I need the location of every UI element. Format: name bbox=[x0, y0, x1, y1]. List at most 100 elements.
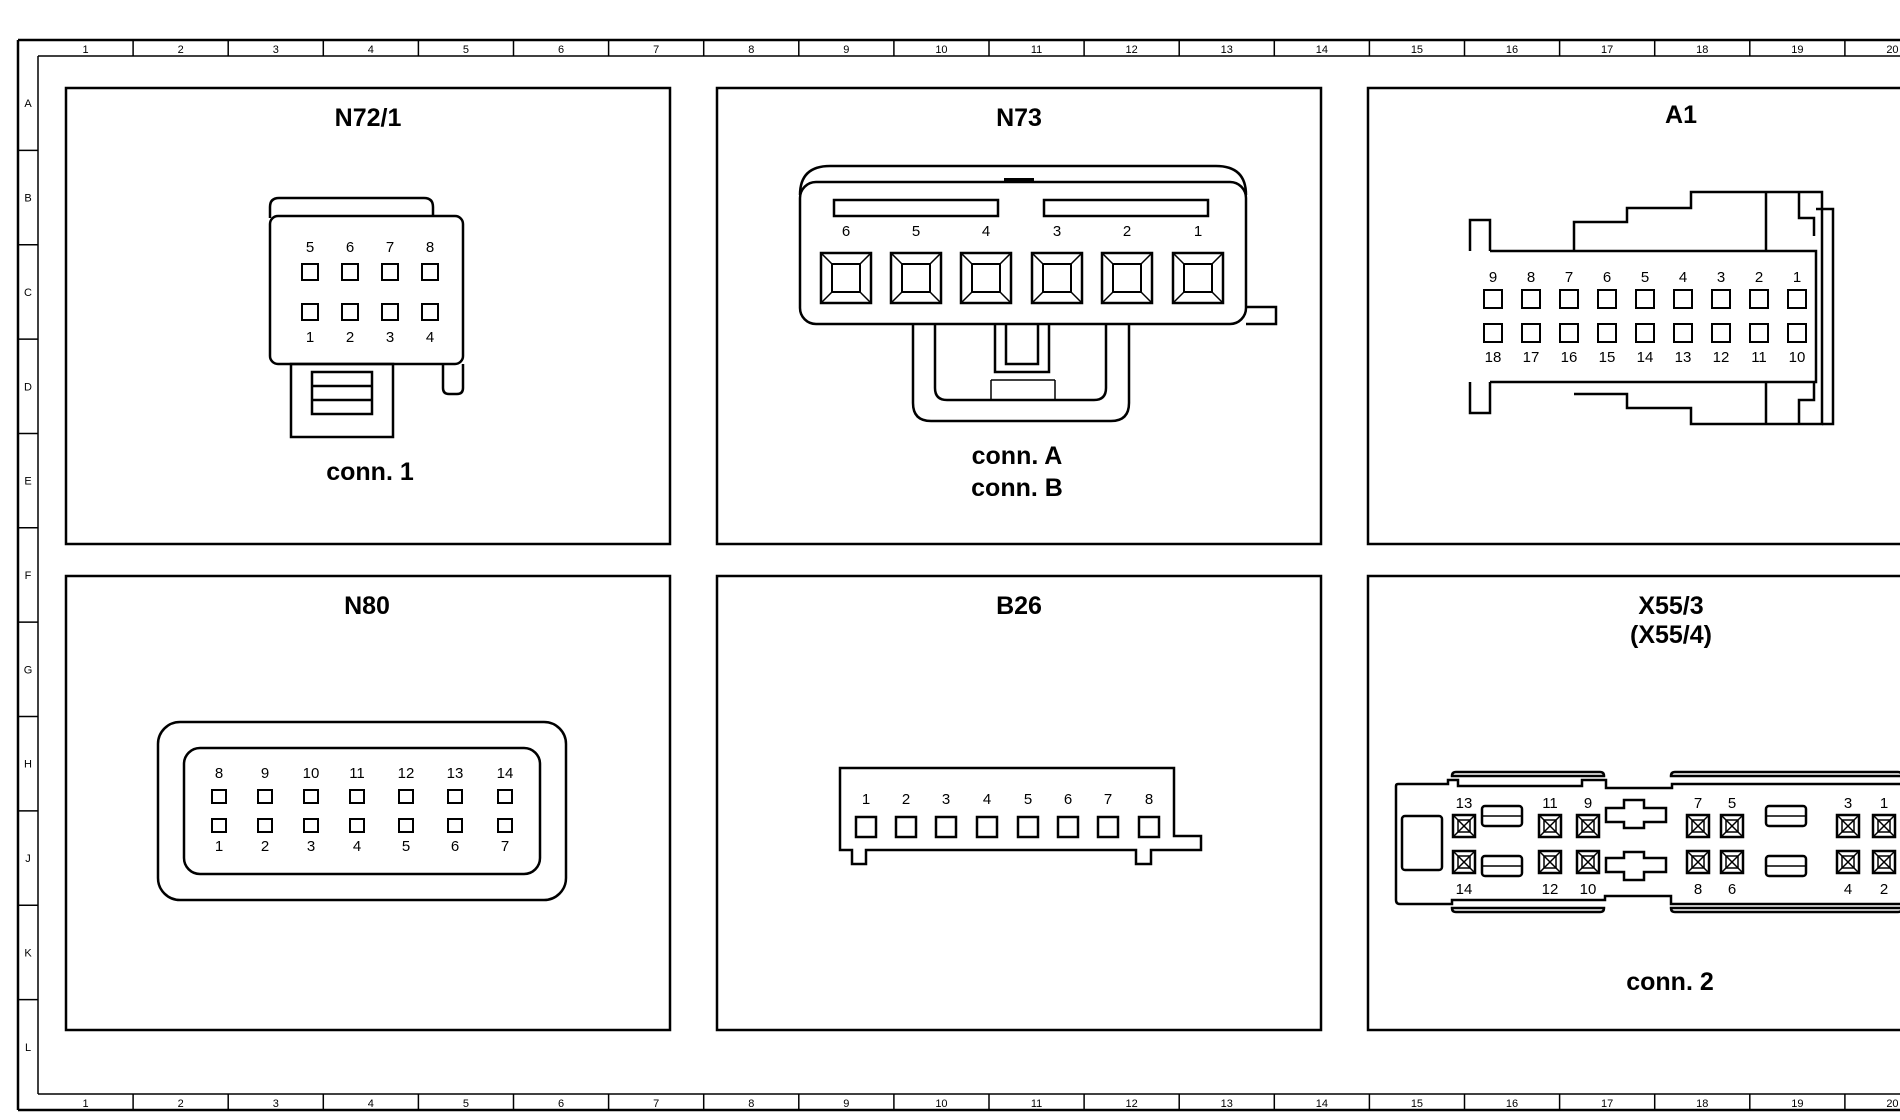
n73-pin bbox=[1100, 251, 1154, 305]
column-label-top: 2 bbox=[178, 44, 184, 56]
panel-n73 bbox=[715, 86, 1323, 546]
a1-pin-label: 7 bbox=[1565, 269, 1573, 286]
x55-pin bbox=[1575, 813, 1601, 839]
n72-1-pin bbox=[421, 263, 439, 281]
x55-top-pins bbox=[1451, 813, 1897, 839]
n73-pins bbox=[819, 251, 1225, 305]
a1-pin-label: 10 bbox=[1789, 349, 1806, 366]
n72-1-pin bbox=[341, 303, 359, 321]
b26-pin-label: 8 bbox=[1145, 791, 1153, 808]
panel-n72-1 bbox=[64, 86, 672, 546]
panel-a1 bbox=[1366, 86, 1900, 546]
n73-caption-a: conn. A bbox=[972, 442, 1063, 470]
b26-pin-label: 1 bbox=[862, 791, 870, 808]
n73-pin bbox=[889, 251, 943, 305]
x55-pin bbox=[1685, 849, 1711, 875]
x55-pin-label: 1 bbox=[1880, 795, 1888, 812]
n80-pin-label: 14 bbox=[497, 765, 514, 782]
n73-pin-label: 2 bbox=[1123, 223, 1131, 240]
b26-pin bbox=[1056, 815, 1080, 839]
a1-pin bbox=[1483, 289, 1503, 309]
x55-pin bbox=[1537, 849, 1563, 875]
n80-pin bbox=[303, 789, 319, 804]
x55-pin bbox=[1871, 849, 1897, 875]
x55-pin-label: 3 bbox=[1844, 795, 1852, 812]
b26-title: B26 bbox=[996, 592, 1042, 620]
row-label: A bbox=[24, 98, 32, 110]
row-label: B bbox=[24, 193, 31, 205]
x55-pin-label: 4 bbox=[1844, 881, 1852, 898]
panel-b26 bbox=[715, 574, 1323, 1032]
column-label-top: 17 bbox=[1601, 44, 1613, 56]
x55-pin-label: 10 bbox=[1580, 881, 1597, 898]
x55-pin-label: 7 bbox=[1694, 795, 1702, 812]
column-label-top: 20 bbox=[1886, 44, 1898, 56]
n72-1-pin bbox=[381, 263, 399, 281]
a1-pin-label: 18 bbox=[1485, 349, 1502, 366]
n72-1-pin-label: 8 bbox=[426, 239, 434, 256]
n80-pin bbox=[447, 789, 463, 804]
column-label-bottom: 10 bbox=[935, 1098, 947, 1110]
a1-pin bbox=[1483, 323, 1503, 343]
b26-pin bbox=[975, 815, 999, 839]
a1-pin-label: 15 bbox=[1599, 349, 1616, 366]
b26-pin-label: 6 bbox=[1064, 791, 1072, 808]
x55-pin bbox=[1719, 813, 1745, 839]
column-label-top: 4 bbox=[368, 44, 374, 56]
column-label-top: 5 bbox=[463, 44, 469, 56]
n72-1-pin bbox=[341, 263, 359, 281]
n72-1-pin-label: 4 bbox=[426, 329, 434, 346]
column-label-bottom: 20 bbox=[1886, 1098, 1898, 1110]
a1-pin-label: 9 bbox=[1489, 269, 1497, 286]
column-label-bottom: 5 bbox=[463, 1098, 469, 1110]
x55-pin-label: 5 bbox=[1728, 795, 1736, 812]
column-label-top: 10 bbox=[935, 44, 947, 56]
column-label-bottom: 3 bbox=[273, 1098, 279, 1110]
n80-pin bbox=[349, 789, 365, 804]
column-label-bottom: 19 bbox=[1791, 1098, 1803, 1110]
n80-pin bbox=[398, 789, 414, 804]
n72-1-pin-label: 2 bbox=[346, 329, 354, 346]
n80-top-pins bbox=[211, 789, 513, 804]
a1-pin-label: 8 bbox=[1527, 269, 1535, 286]
n73-pin bbox=[819, 251, 873, 305]
n72-1-pin bbox=[301, 303, 319, 321]
n72-1-bottom-pins bbox=[301, 303, 439, 321]
n80-pin-label: 10 bbox=[303, 765, 320, 782]
a1-pin bbox=[1673, 289, 1693, 309]
a1-pin bbox=[1597, 323, 1617, 343]
column-label-bottom: 1 bbox=[82, 1098, 88, 1110]
n73-title: N73 bbox=[996, 104, 1042, 132]
a1-bottom-pins bbox=[1483, 323, 1807, 343]
n80-pin-label: 2 bbox=[261, 838, 269, 855]
n73-pin bbox=[1171, 251, 1225, 305]
column-label-bottom: 6 bbox=[558, 1098, 564, 1110]
a1-pin-label: 3 bbox=[1717, 269, 1725, 286]
a1-pin bbox=[1521, 323, 1541, 343]
n80-pin-label: 4 bbox=[353, 838, 361, 855]
n73-pin-label: 6 bbox=[842, 223, 850, 240]
column-label-top: 6 bbox=[558, 44, 564, 56]
x55-pin bbox=[1719, 849, 1745, 875]
column-label-top: 19 bbox=[1791, 44, 1803, 56]
x55-pin-label: 9 bbox=[1584, 795, 1592, 812]
n73-pin-label: 4 bbox=[982, 223, 990, 240]
row-label: E bbox=[24, 476, 31, 488]
a1-pin-label: 1 bbox=[1793, 269, 1801, 286]
n80-pin-label: 9 bbox=[261, 765, 269, 782]
b26-pin bbox=[1137, 815, 1161, 839]
a1-pin bbox=[1749, 289, 1769, 309]
b26-pin-label: 7 bbox=[1104, 791, 1112, 808]
column-label-bottom: 15 bbox=[1411, 1098, 1423, 1110]
b26-pin bbox=[1016, 815, 1040, 839]
n73-pin-label: 3 bbox=[1053, 223, 1061, 240]
a1-pin bbox=[1635, 289, 1655, 309]
